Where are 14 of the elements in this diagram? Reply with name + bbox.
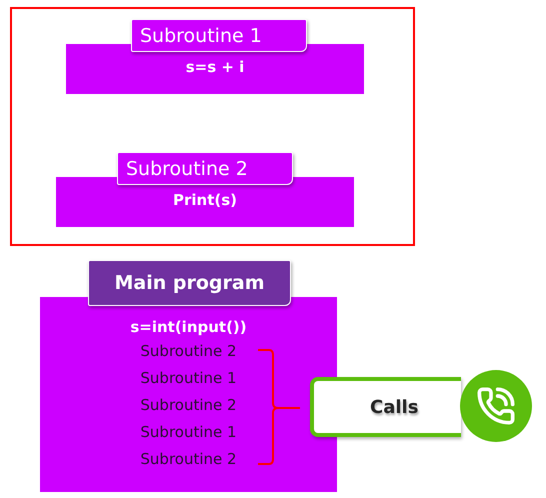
- callout-box: [310, 377, 461, 437]
- code-line: Subroutine 1: [140, 368, 237, 389]
- code-line: Print(s): [172, 190, 238, 211]
- code-line: s=s + i: [186, 57, 244, 78]
- code-line: Subroutine 1: [140, 422, 237, 443]
- code-line: Subroutine 2: [140, 449, 237, 470]
- header-tab: Subroutine 1: [131, 19, 307, 52]
- header-tab: Main program: [88, 260, 291, 306]
- group-frame: [10, 7, 415, 246]
- code-line: Subroutine 2: [140, 395, 237, 416]
- callout-text: Calls: [370, 396, 418, 418]
- code-line: Subroutine 2: [140, 341, 237, 362]
- header-tab: Subroutine 2: [117, 152, 293, 185]
- code-line: s=int(input()): [130, 317, 247, 338]
